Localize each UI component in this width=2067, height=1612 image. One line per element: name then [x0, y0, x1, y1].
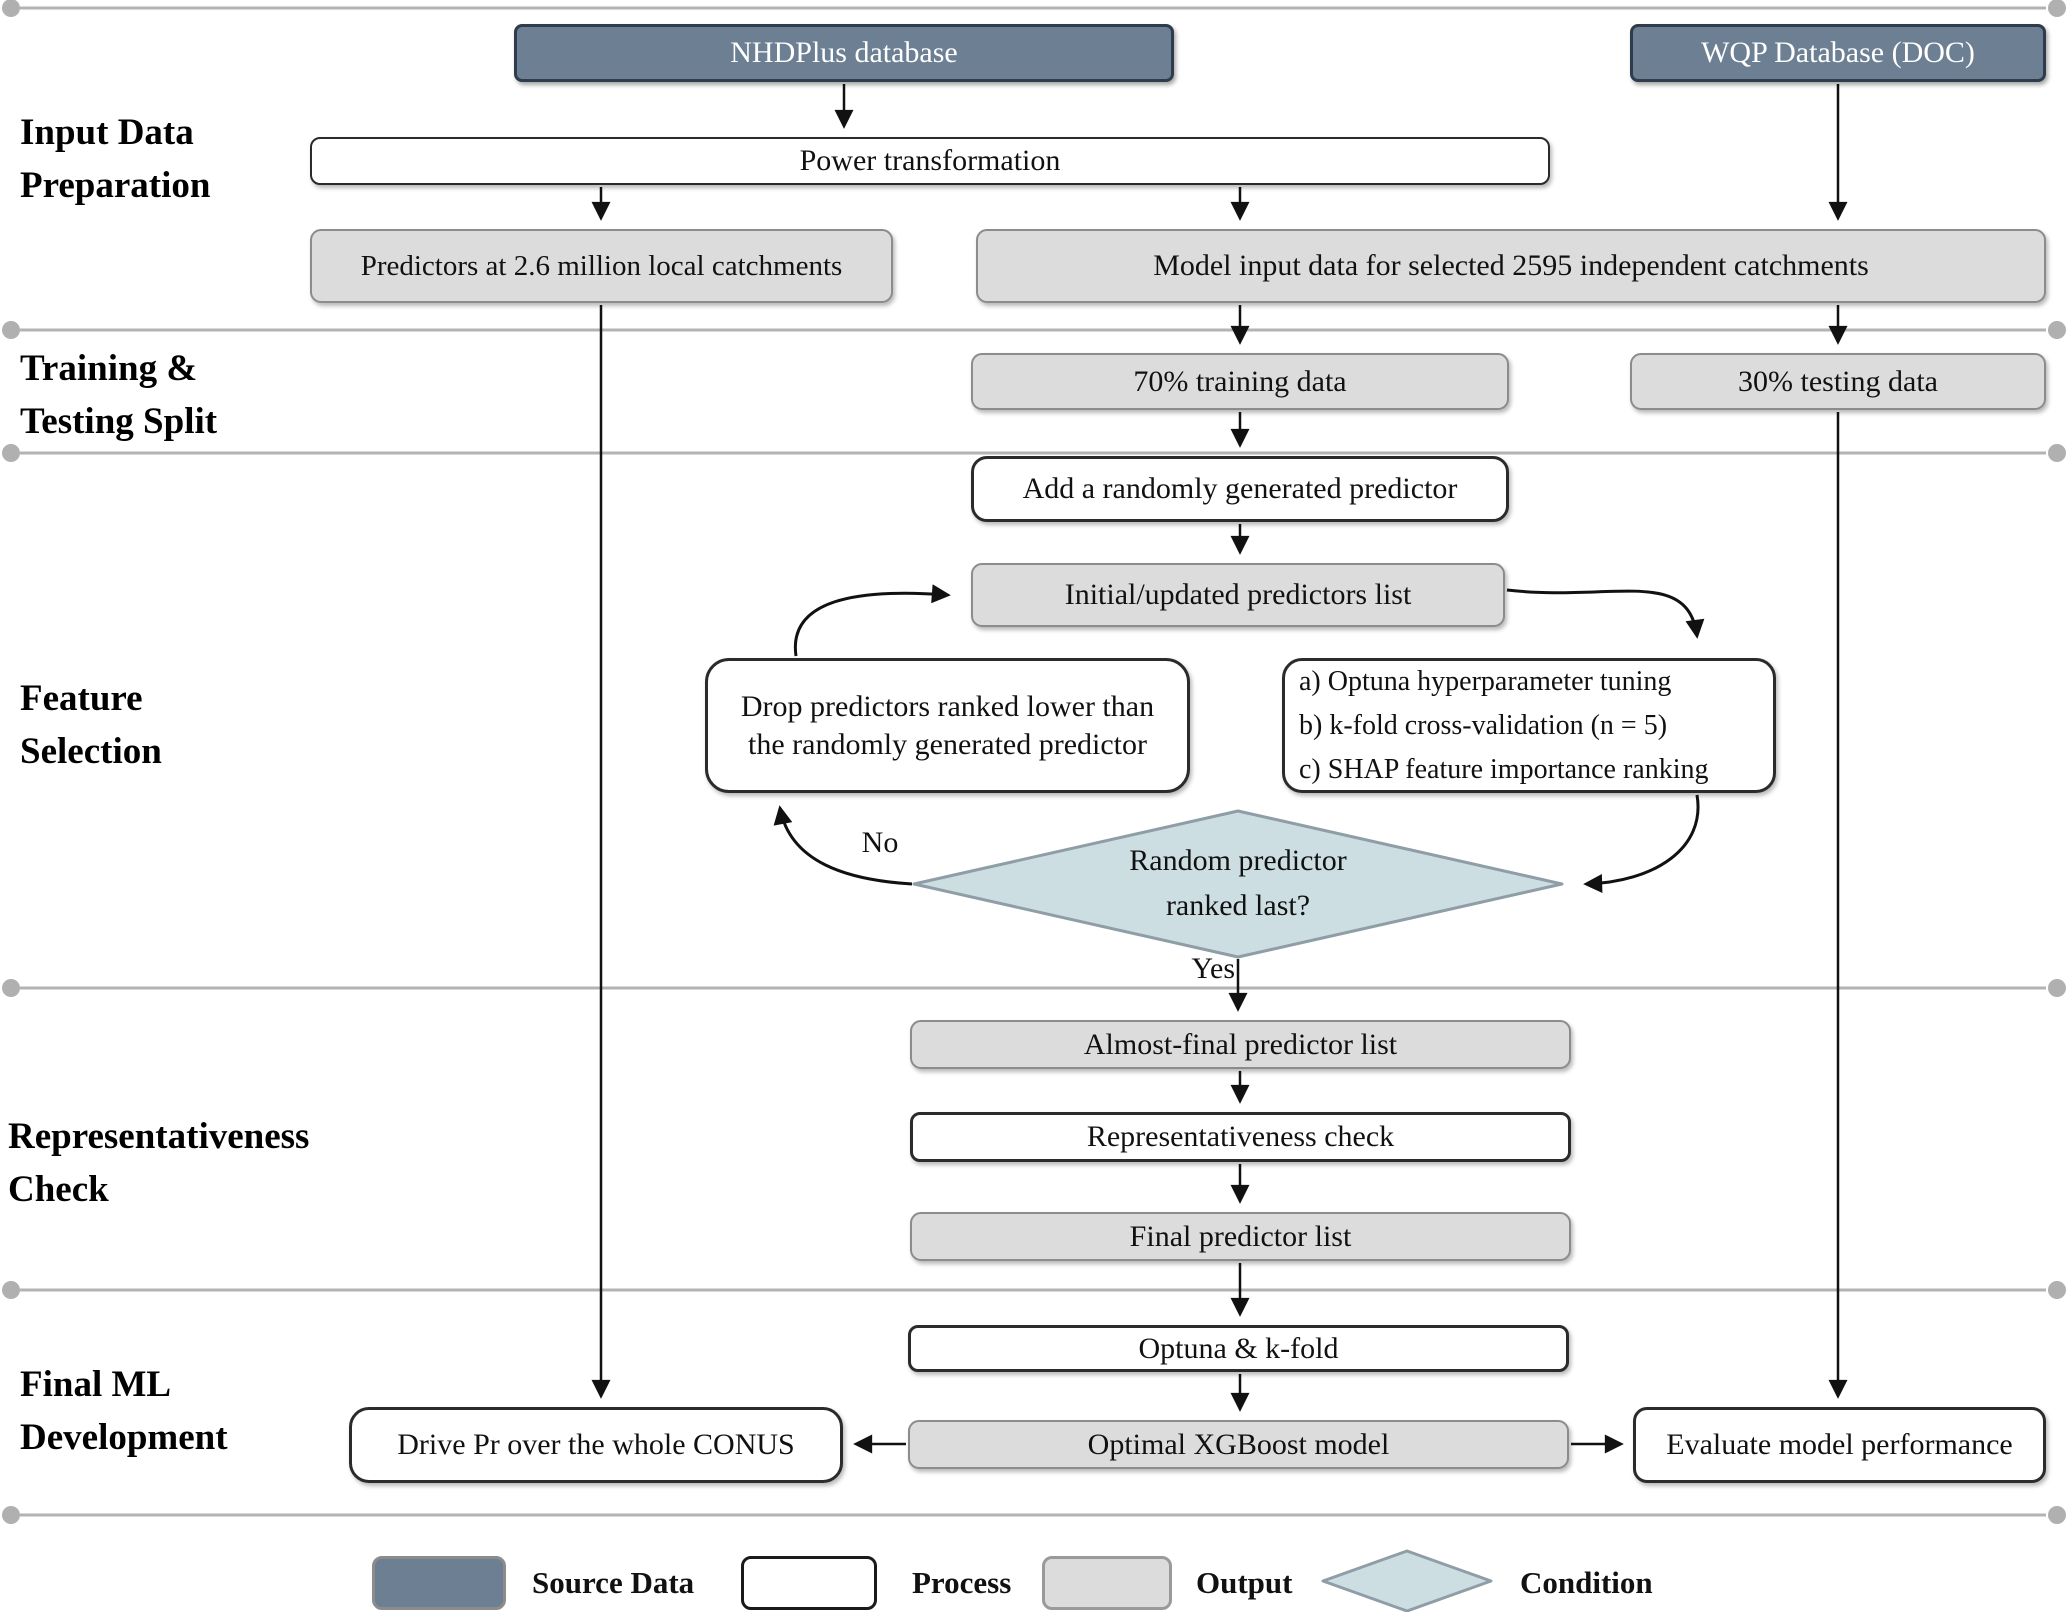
divider-endpoint-dots [2, 0, 2066, 1524]
ml-step-item: b) k-fold cross-validation (n = 5) [1299, 709, 1668, 741]
node-add-random-predictor: Add a randomly generated predictor [971, 456, 1509, 522]
legend-condition-diamond [1321, 1549, 1493, 1612]
node-drive-pr-conus: Drive Pr over the whole CONUS [349, 1407, 843, 1483]
section-label-feature-selection: Feature Selection [20, 672, 162, 778]
node-representativeness-check: Representativeness check [910, 1112, 1571, 1162]
legend-swatch-output [1042, 1556, 1172, 1610]
legend-swatch-process [741, 1556, 877, 1610]
drop-predictors-line: the randomly generated predictor [748, 727, 1147, 761]
node-nhdplus-database: NHDPlus database [514, 24, 1174, 82]
arrow-ml-steps-to-condition [1583, 794, 1700, 894]
node-optuna-kfold: Optuna & k-fold [908, 1325, 1569, 1372]
node-almost-final-list: Almost-final predictor list [910, 1020, 1571, 1069]
section-label-line: Representativeness [8, 1116, 310, 1157]
arrow-drop-to-initial-list [793, 584, 951, 657]
section-label-training-testing-split: Training & Testing Split [20, 342, 217, 448]
arrow-initial-list-to-ml-steps [1506, 588, 1705, 639]
arrow-condition-no-to-drop [773, 805, 913, 886]
node-ml-steps: a) Optuna hyperparameter tuning b) k-fol… [1282, 658, 1776, 793]
section-label-line: Preparation [20, 165, 211, 206]
node-testing-data: 30% testing data [1630, 353, 2046, 410]
section-label-line: Feature [20, 678, 143, 719]
section-label-representativeness-check: Representativeness Check [8, 1110, 309, 1216]
section-label-line: Selection [20, 731, 162, 772]
section-label-input-data-preparation: Input Data Preparation [20, 106, 210, 212]
section-label-line: Testing Split [20, 401, 218, 442]
legend-label-condition: Condition [1520, 1565, 1653, 1600]
node-optimal-xgboost-model: Optimal XGBoost model [908, 1420, 1569, 1469]
legend-label-process: Process [912, 1565, 1012, 1600]
node-evaluate-performance: Evaluate model performance [1633, 1407, 2046, 1483]
condition-text-line: Random predictor [1129, 844, 1347, 877]
section-label-line: Check [8, 1169, 109, 1210]
section-label-line: Final ML [20, 1364, 172, 1405]
node-power-transformation: Power transformation [310, 137, 1550, 185]
node-model-input-data: Model input data for selected 2595 indep… [976, 229, 2046, 303]
branch-label-yes: Yes [1191, 952, 1235, 985]
node-initial-predictors-list: Initial/updated predictors list [971, 563, 1505, 627]
ml-step-item: c) SHAP feature importance ranking [1299, 753, 1709, 785]
node-drop-predictors: Drop predictors ranked lower than the ra… [705, 658, 1190, 793]
section-dividers [20, 6, 2046, 1517]
node-wqp-database: WQP Database (DOC) [1630, 24, 2046, 82]
node-final-predictor-list: Final predictor list [910, 1212, 1571, 1261]
section-label-line: Input Data [20, 112, 194, 153]
section-label-line: Development [20, 1417, 228, 1458]
legend-label-output: Output [1196, 1565, 1293, 1600]
ml-step-item: a) Optuna hyperparameter tuning [1299, 665, 1672, 697]
condition-text: Random predictor ranked last? [1058, 838, 1418, 928]
drop-predictors-line: Drop predictors ranked lower than [740, 690, 1155, 723]
branch-label-no: No [861, 826, 899, 859]
section-label-final-ml-development: Final ML Development [20, 1358, 228, 1464]
legend-swatch-source-data [372, 1556, 506, 1610]
legend-label-source-data: Source Data [532, 1565, 695, 1600]
condition-text-line: ranked last? [1165, 889, 1311, 922]
section-label-line: Training & [20, 348, 198, 389]
node-predictors-local-catchments: Predictors at 2.6 million local catchmen… [310, 229, 893, 303]
condition-diamond [912, 809, 1564, 959]
node-training-data: 70% training data [971, 353, 1509, 410]
